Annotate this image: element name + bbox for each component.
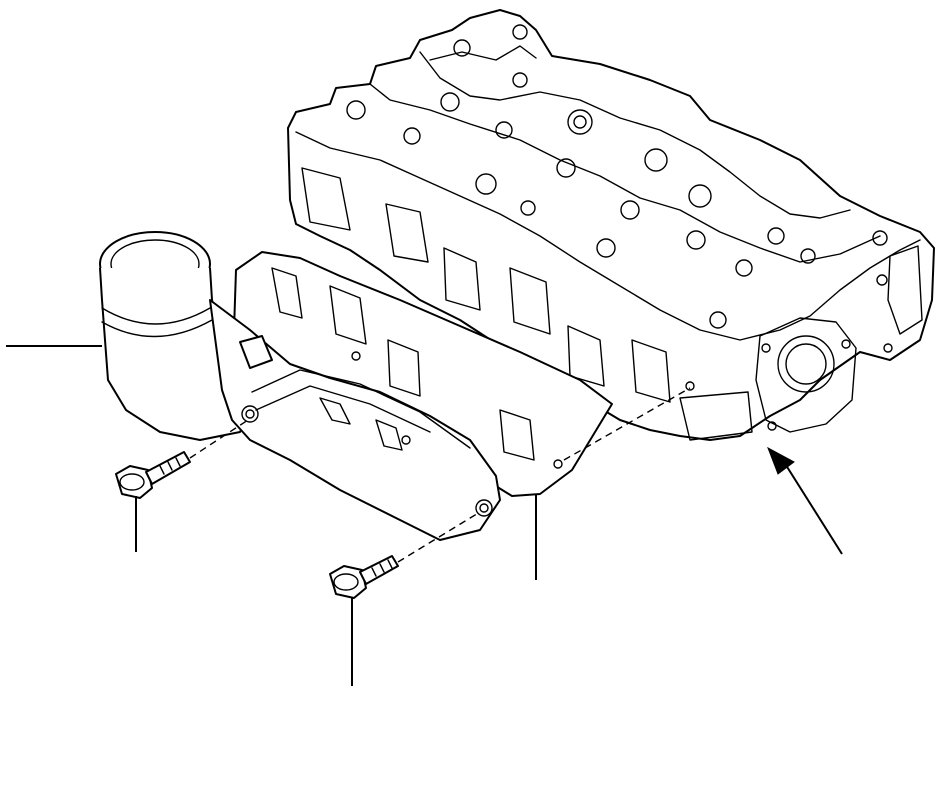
arrowhead-cylinder-head bbox=[767, 446, 795, 475]
exhaust-manifold bbox=[99, 231, 501, 541]
bolt-upper bbox=[115, 451, 191, 499]
assembly-guides bbox=[189, 387, 691, 563]
cylinder-head bbox=[287, 9, 935, 441]
leader-cylinder-head bbox=[783, 461, 843, 555]
leader-lines bbox=[6, 345, 843, 686]
bolt-lower bbox=[329, 555, 399, 599]
